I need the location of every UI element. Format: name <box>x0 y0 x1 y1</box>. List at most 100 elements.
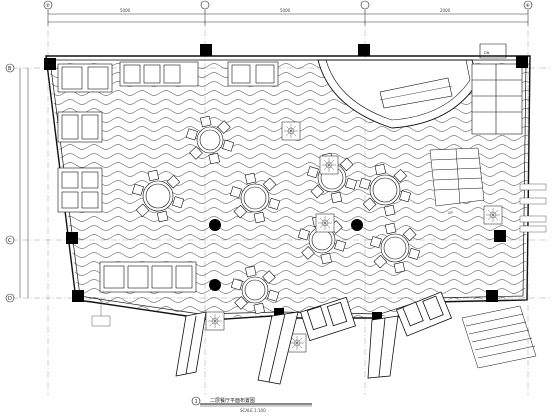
leaf <box>328 164 335 171</box>
wave-line <box>48 207 530 213</box>
table-inner-ring <box>243 186 267 210</box>
chair <box>244 172 257 185</box>
chair <box>131 183 144 196</box>
leaf <box>492 209 499 216</box>
plant-core <box>293 339 301 347</box>
dimension-text-3: 2000 <box>440 8 451 13</box>
table-inner-ring <box>145 183 171 209</box>
axis-bubble <box>200 0 210 10</box>
dining-table <box>230 265 280 315</box>
floor-wave-pattern <box>48 63 530 318</box>
chair <box>200 115 212 128</box>
leaf <box>319 217 326 224</box>
dining-table <box>369 222 421 274</box>
column <box>494 230 506 242</box>
bay-window-right <box>367 291 453 379</box>
axis-bubble <box>5 235 15 245</box>
chair <box>399 190 412 203</box>
wave-line <box>48 117 530 123</box>
leaf <box>209 315 216 322</box>
chair <box>185 128 198 141</box>
chair <box>208 152 220 165</box>
column <box>372 312 382 322</box>
dimension-lines-left <box>19 68 29 298</box>
plant-core <box>321 219 329 227</box>
booth-seating-bottom <box>99 261 197 293</box>
leaf <box>285 130 292 137</box>
chair <box>362 197 377 212</box>
table-top <box>142 180 174 212</box>
chair <box>374 163 387 176</box>
chair <box>358 177 371 190</box>
booth-seating-left <box>57 63 113 213</box>
table-top <box>380 233 410 263</box>
structural-columns <box>44 44 528 322</box>
column <box>486 290 498 302</box>
chair <box>402 227 417 242</box>
leaf <box>296 342 303 349</box>
column <box>66 232 78 244</box>
chair <box>253 211 266 224</box>
table-top <box>240 183 270 213</box>
leaf <box>214 320 221 327</box>
leaf <box>323 164 330 171</box>
column-round <box>351 219 363 231</box>
leaf <box>487 209 494 216</box>
chair <box>253 302 265 315</box>
dining-table <box>297 215 347 265</box>
table-top <box>369 174 401 206</box>
chair <box>229 186 242 199</box>
leaf <box>291 342 298 349</box>
chair <box>345 177 358 190</box>
chair <box>245 265 257 278</box>
stair <box>429 147 485 207</box>
chair <box>172 196 185 209</box>
plant-core <box>489 211 497 219</box>
wave-line <box>48 306 530 312</box>
leaf <box>290 125 297 132</box>
leaf <box>328 159 335 166</box>
table-inner-ring <box>383 236 407 260</box>
room-tag-up: UP <box>448 211 453 215</box>
chair <box>230 278 243 291</box>
chair <box>233 204 248 219</box>
chair <box>301 246 315 260</box>
column <box>72 290 84 302</box>
leaf <box>324 222 331 229</box>
leaf <box>323 159 330 166</box>
view-marker <box>191 396 201 406</box>
axis-bubble <box>523 0 533 10</box>
axis-bubbles-top <box>43 0 533 10</box>
leaf <box>296 337 303 344</box>
leaf <box>290 130 297 137</box>
leaf <box>487 214 494 221</box>
leaf <box>214 315 221 322</box>
column-round <box>209 219 221 231</box>
bay-window-middle <box>257 296 356 385</box>
column <box>358 44 370 56</box>
table-top <box>196 126 224 154</box>
axis-label-left-2: C <box>8 238 12 244</box>
chair <box>334 239 347 252</box>
leaf <box>492 214 499 221</box>
plant-core <box>287 127 295 135</box>
chair <box>330 191 343 204</box>
chair <box>234 296 248 310</box>
axis-label-top-4: ④ <box>526 3 531 9</box>
column <box>274 308 284 318</box>
chair <box>384 222 397 235</box>
round-tables <box>131 115 421 315</box>
callout-tags <box>91 183 547 327</box>
chair <box>393 168 408 183</box>
dining-table <box>131 169 185 223</box>
chair <box>166 174 181 189</box>
chair <box>383 204 396 217</box>
dimension-text-2: 5000 <box>280 8 291 13</box>
column <box>516 56 528 68</box>
chair <box>408 247 421 260</box>
chair <box>156 210 169 223</box>
service-room <box>471 43 523 135</box>
axis-bubble <box>5 63 15 73</box>
leaf <box>324 217 331 224</box>
